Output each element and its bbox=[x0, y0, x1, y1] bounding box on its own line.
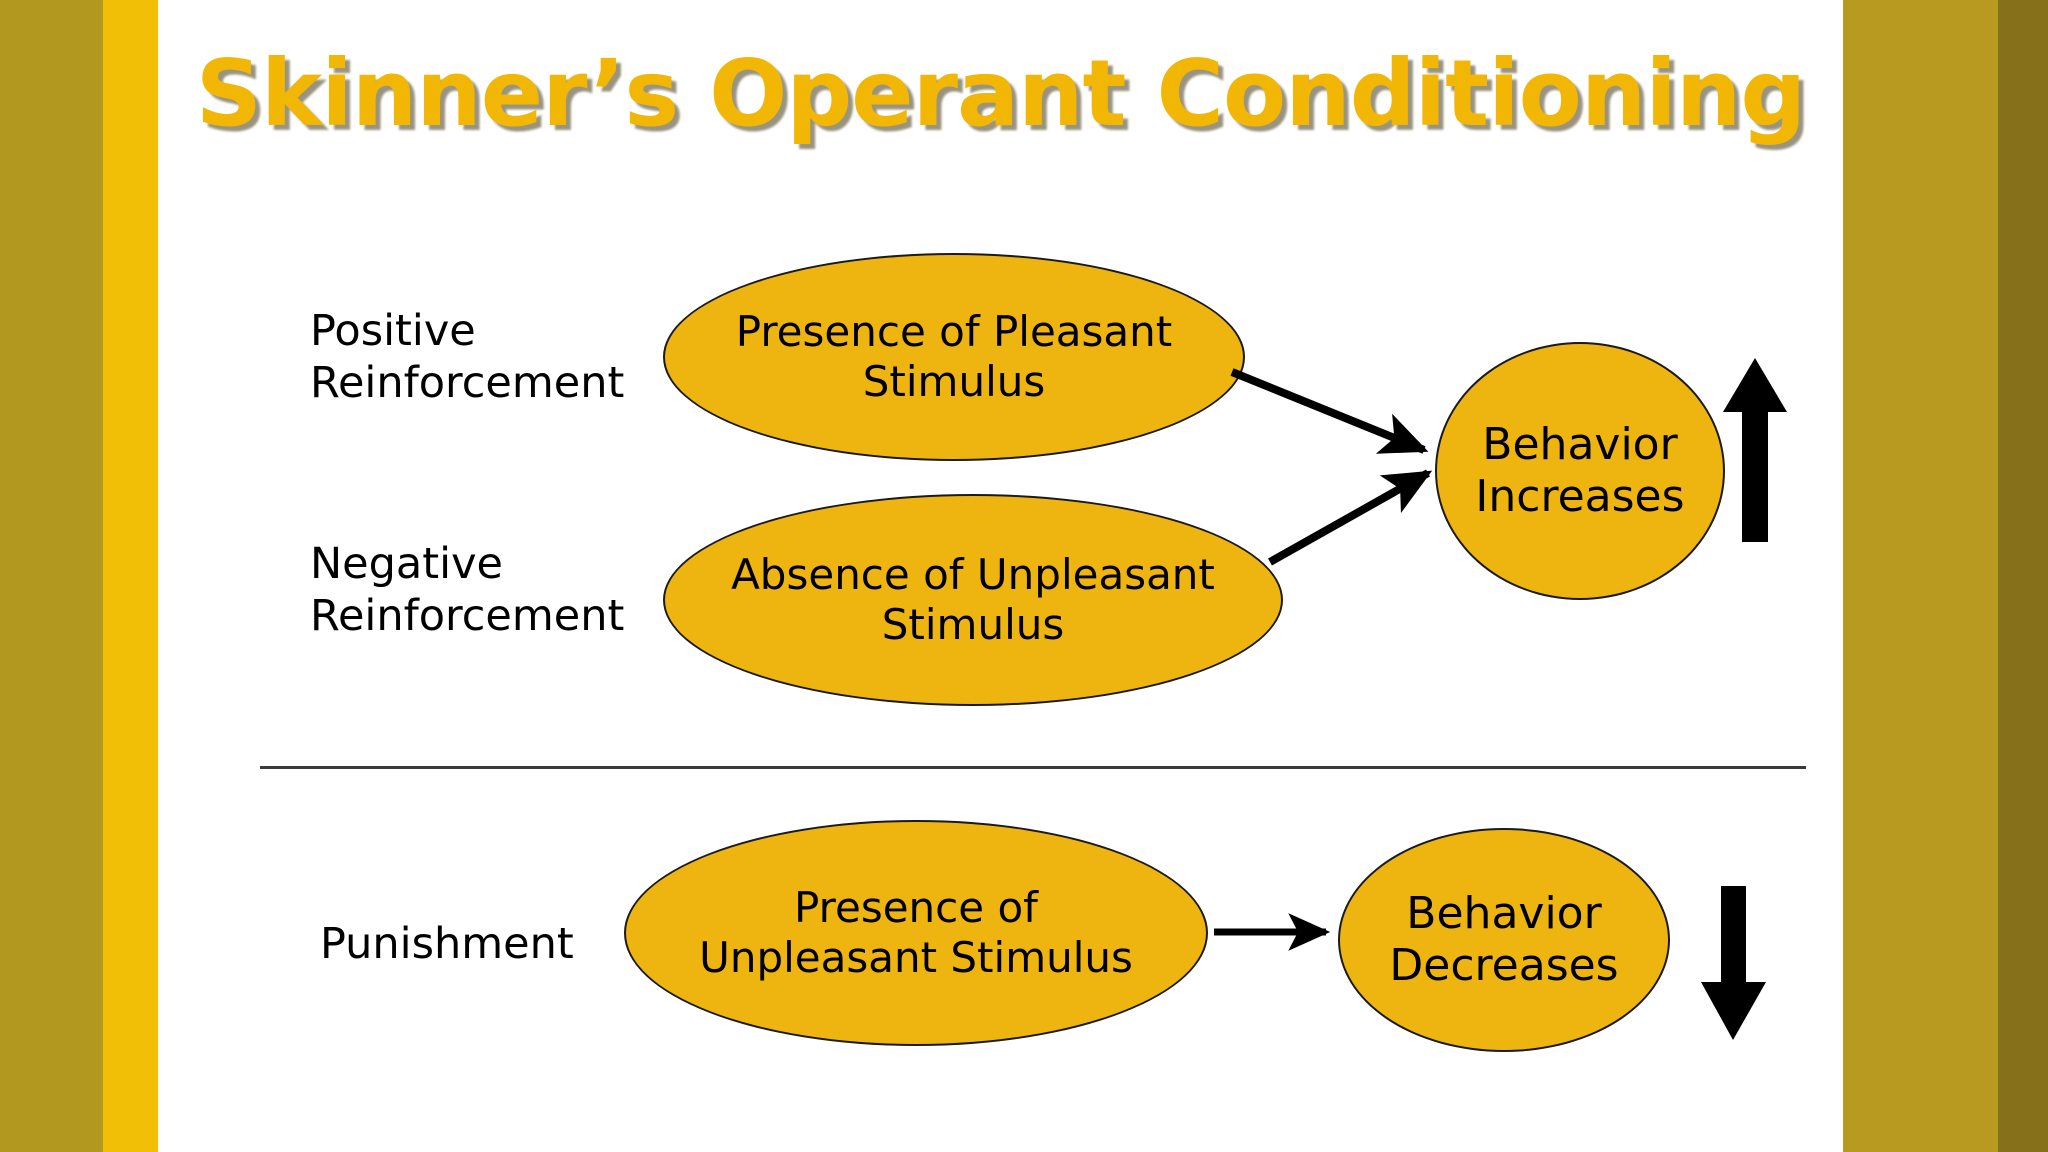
node-behavior-increases: Behavior Increases bbox=[1435, 342, 1725, 600]
node-absence-unpleasant-stimulus: Absence of Unpleasant Stimulus bbox=[663, 494, 1283, 706]
connector-negative-to-increase bbox=[1268, 469, 1433, 566]
node-absence-unpleasant-stimulus-label: Absence of Unpleasant Stimulus bbox=[731, 550, 1215, 649]
node-presence-unpleasant-stimulus-label: Presence of Unpleasant Stimulus bbox=[699, 883, 1133, 982]
right-dark-band bbox=[1998, 0, 2048, 1152]
label-negative-reinforcement: Negative Reinforcement bbox=[310, 539, 625, 642]
node-presence-unpleasant-stimulus: Presence of Unpleasant Stimulus bbox=[624, 820, 1208, 1046]
node-behavior-increases-label: Behavior Increases bbox=[1475, 419, 1685, 522]
up-arrow-icon bbox=[1723, 358, 1787, 542]
slide-title: Skinner’s Operant Conditioning bbox=[195, 40, 1806, 147]
left-gold-band bbox=[103, 0, 158, 1152]
label-punishment: Punishment bbox=[320, 919, 574, 969]
section-divider bbox=[260, 766, 1806, 769]
node-behavior-decreases: Behavior Decreases bbox=[1338, 828, 1670, 1052]
connector-positive-to-increase bbox=[1230, 368, 1429, 454]
node-behavior-decreases-label: Behavior Decreases bbox=[1389, 888, 1619, 991]
left-dark-band bbox=[0, 0, 103, 1152]
node-presence-pleasant-stimulus-label: Presence of Pleasant Stimulus bbox=[735, 307, 1173, 406]
down-arrow-icon bbox=[1701, 886, 1766, 1040]
right-gold-band bbox=[1843, 0, 1998, 1152]
label-positive-reinforcement: Positive Reinforcement bbox=[310, 306, 625, 409]
node-presence-pleasant-stimulus: Presence of Pleasant Stimulus bbox=[663, 253, 1245, 461]
